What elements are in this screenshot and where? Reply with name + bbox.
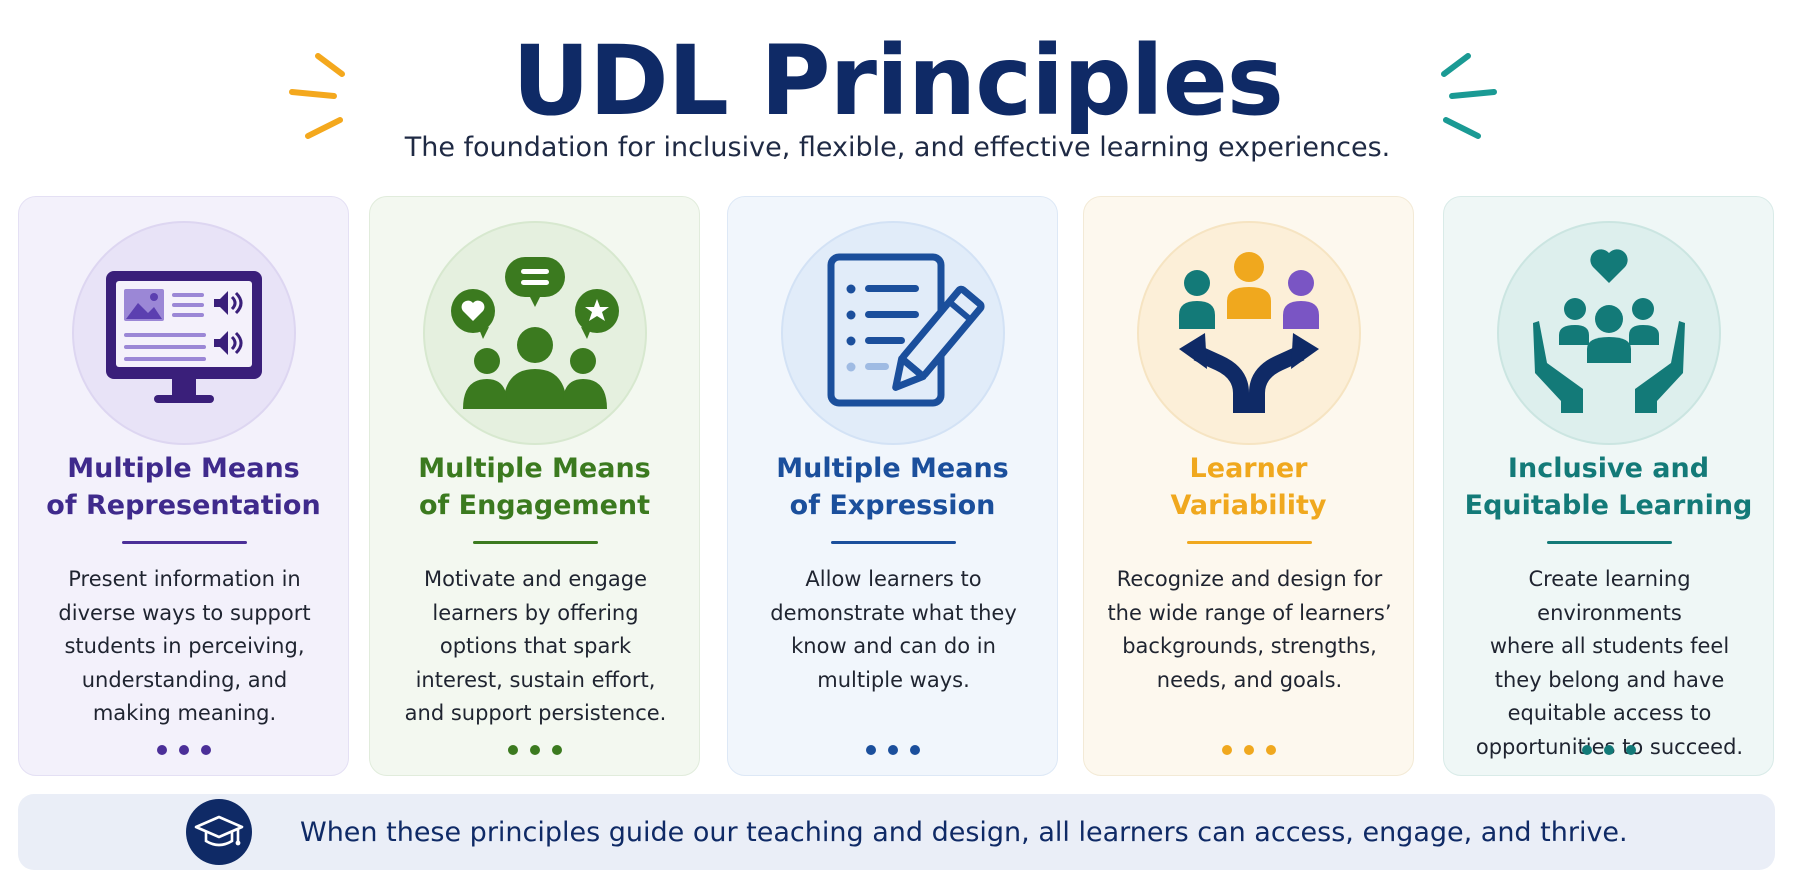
group-chat-icon	[451, 257, 619, 409]
left-burst-decoration	[289, 53, 345, 139]
card-description: Present information in diverse ways to s…	[58, 567, 311, 725]
graduation-cap-icon	[194, 815, 244, 847]
card-icon-circle	[1499, 223, 1719, 443]
card-dots	[19, 745, 348, 755]
card-description: Motivate and engage learners by offering…	[404, 567, 667, 725]
card-dots	[1444, 745, 1773, 755]
monitor-media-icon	[106, 271, 262, 403]
card-title: Multiple Means of Representation	[46, 453, 321, 521]
card-underline	[1187, 541, 1312, 544]
card-underline	[473, 541, 598, 544]
card-underline	[122, 541, 247, 544]
card-icon-circle	[783, 223, 1003, 443]
card-representation: Multiple Means of Representation Present…	[18, 196, 349, 776]
document-pencil-icon	[827, 253, 985, 407]
card-icon-circle	[1139, 223, 1359, 443]
page-title: UDL Principles	[512, 25, 1284, 137]
card-dots	[370, 745, 699, 755]
card-icon-circle	[425, 223, 645, 443]
card-title: Inclusive and Equitable Learning	[1464, 453, 1753, 521]
card-engagement: Multiple Means of Engagement Motivate an…	[369, 196, 700, 776]
page-subtitle: The foundation for inclusive, flexible, …	[404, 132, 1391, 163]
card-underline	[1547, 541, 1672, 544]
graduation-cap-badge	[186, 799, 252, 865]
card-dots	[728, 745, 1057, 755]
card-icon-circle	[74, 223, 294, 443]
card-dots	[1084, 745, 1413, 755]
footer-text: When these principles guide our teaching…	[300, 816, 1628, 848]
card-description: Create learning environments where all s…	[1475, 567, 1744, 759]
card-underline	[831, 541, 956, 544]
people-paths-icon	[1179, 252, 1319, 413]
card-learner-variability: Learner Variability Recognize and design…	[1083, 196, 1414, 776]
hands-community-icon	[1533, 249, 1685, 413]
card-title: Multiple Means of Engagement	[418, 453, 651, 521]
card-expression: Multiple Means of Expression Allow learn…	[727, 196, 1058, 776]
footer-banner: When these principles guide our teaching…	[18, 794, 1775, 870]
card-description: Recognize and design for the wide range …	[1107, 567, 1392, 692]
card-description: Allow learners to demonstrate what they …	[770, 567, 1017, 692]
card-inclusive-learning: Inclusive and Equitable Learning Create …	[1443, 196, 1774, 776]
right-burst-decoration	[1441, 53, 1497, 139]
card-title: Learner Variability	[1170, 453, 1327, 521]
card-title: Multiple Means of Expression	[776, 453, 1009, 521]
